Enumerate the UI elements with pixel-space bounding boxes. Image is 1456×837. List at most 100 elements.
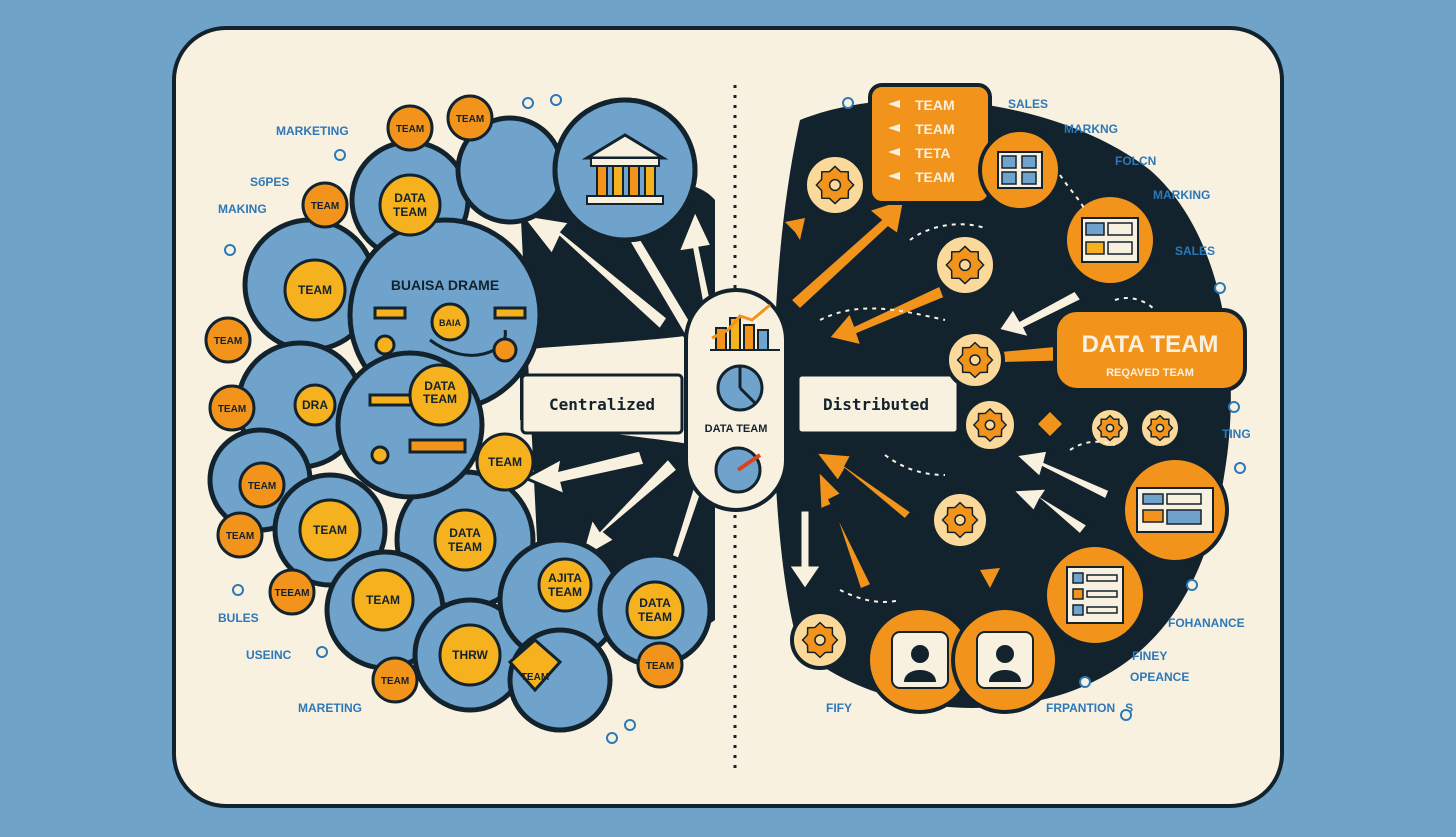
team-badge: TEAM: [238, 461, 286, 509]
pill-caption: DATA TEAM: [705, 423, 768, 435]
team-list-item: TEAM: [915, 169, 955, 185]
side-label-frpantion: FRPANTION S: [1046, 701, 1133, 715]
side-label-mareting: MARETING: [298, 701, 362, 715]
team-list: TEAM TEAM TETA TEAM: [888, 97, 955, 185]
gear-icon: [930, 490, 990, 550]
ribbon-marker: [785, 218, 805, 240]
team-badge-label: TEAM: [311, 201, 339, 212]
team-list-marker: [888, 148, 900, 156]
window-icon: [1043, 543, 1147, 647]
team-badge-label: TEAM: [214, 336, 242, 347]
data-team-subtitle: REQAVED TEAM: [1106, 367, 1194, 379]
right-side-labels: SALES MARKNG FOLCN MARKING SALES TING FO…: [826, 97, 1251, 715]
gear-icon: [790, 610, 850, 670]
bank-icon: [552, 97, 698, 243]
team-circle: TEAM: [351, 568, 415, 632]
bar-chart-icon: [710, 303, 780, 351]
gear-icon: [962, 397, 1018, 453]
team-badge: TEAM: [386, 104, 434, 152]
team-badge-label: TEEAM: [275, 588, 310, 599]
gear-circles: [790, 153, 1182, 670]
team-badge: TEAM: [446, 94, 494, 142]
side-label-finey: FINEY: [1132, 649, 1167, 663]
window-icon: [978, 128, 1062, 212]
side-label-making: MAKING: [218, 202, 267, 216]
ribbon-marker: [980, 568, 1000, 588]
team-circle-label: TEAM: [366, 593, 400, 607]
team-circle-label: TEAM: [393, 205, 427, 219]
side-label-marking: MARKING: [1153, 188, 1210, 202]
team-list-item: TETA: [915, 145, 951, 161]
centralized-label: Centralized: [549, 395, 655, 414]
team-badge: TEAM: [204, 316, 252, 364]
side-label-bules: BULES: [218, 611, 259, 625]
team-circle-label: TEAM: [448, 540, 482, 554]
diamond-marker: [1038, 412, 1062, 436]
side-label-sales: SALES: [1008, 97, 1048, 111]
team-circle-label: DATA: [449, 526, 481, 540]
warning-badge-label: TEAM: [521, 672, 549, 683]
dashed-flows: [819, 174, 1156, 603]
hub-badge-label: BAIA: [439, 318, 461, 328]
team-circle: TEAM: [475, 432, 535, 492]
team-circle: THRW: [438, 623, 502, 687]
team-circle-label: DATA: [639, 596, 671, 610]
pie-chart-icon: [716, 364, 764, 412]
hub-decor: [368, 306, 527, 465]
team-list-item: TEAM: [915, 121, 955, 137]
side-label-ting: TING: [1222, 427, 1251, 441]
gear-icon: [933, 233, 997, 297]
hub-badge: BAIA: [430, 302, 470, 342]
team-badge: TEEAM: [268, 568, 316, 616]
distributed-label: Distributed: [823, 395, 929, 414]
window-icon: [1121, 456, 1229, 564]
team-circle: TEAM: [298, 498, 362, 562]
left-connector-nodes: [224, 94, 636, 744]
team-circle-label: TEAM: [488, 455, 522, 469]
team-badge: TEAM: [301, 181, 349, 229]
team-badge-label: TEAM: [226, 531, 254, 542]
team-circle-label: DATA: [394, 191, 426, 205]
team-circle-label: TEAM: [313, 523, 347, 537]
side-label-sales-2: SALES: [1175, 244, 1215, 258]
centralized-box: [520, 373, 684, 435]
gauge-icon: [714, 446, 762, 494]
team-circle-label: TEAM: [298, 283, 332, 297]
team-circle: DRA: [293, 383, 337, 427]
team-badge-label: TEAM: [218, 404, 246, 415]
team-circle-label: DRA: [302, 398, 328, 412]
gear-icon: [945, 330, 1005, 390]
side-label-fify: FIFY: [826, 701, 852, 715]
team-circle-label: TEAM: [638, 610, 672, 624]
team-list-item: TEAM: [915, 97, 955, 113]
team-badge: TEAM: [636, 641, 684, 689]
team-list-marker: [888, 124, 900, 132]
person-icon: [951, 606, 1059, 714]
team-circle-label: THRW: [452, 648, 488, 662]
team-badge-label: TEAM: [248, 481, 276, 492]
distributed-box: [796, 373, 960, 435]
gear-icon: [803, 153, 867, 217]
data-team-panel: [1053, 308, 1247, 392]
team-badge-label: TEAM: [381, 676, 409, 687]
warning-badge: TEAM: [507, 638, 563, 693]
right-connector-nodes: [842, 97, 1246, 721]
data-team-title: DATA TEAM: [1082, 331, 1219, 358]
team-circle-label: AJITA: [548, 571, 582, 585]
team-badge: TEAM: [208, 384, 256, 432]
hub-title: BUAISA DRAME: [391, 277, 499, 293]
team-list-marker: [888, 100, 900, 108]
left-badges: TEAMTEAMTEAMTEAMTEAMTEAMTEEAMTEAMTEAMTEA…: [204, 94, 684, 704]
side-label-fohanance: FOHANANCE: [1168, 616, 1245, 630]
side-label-sopes: SбPES: [250, 175, 289, 189]
side-label-marketing: MARKETING: [276, 124, 349, 138]
window-icon: [1063, 193, 1157, 287]
side-label-markng: MARKNG: [1064, 122, 1118, 136]
